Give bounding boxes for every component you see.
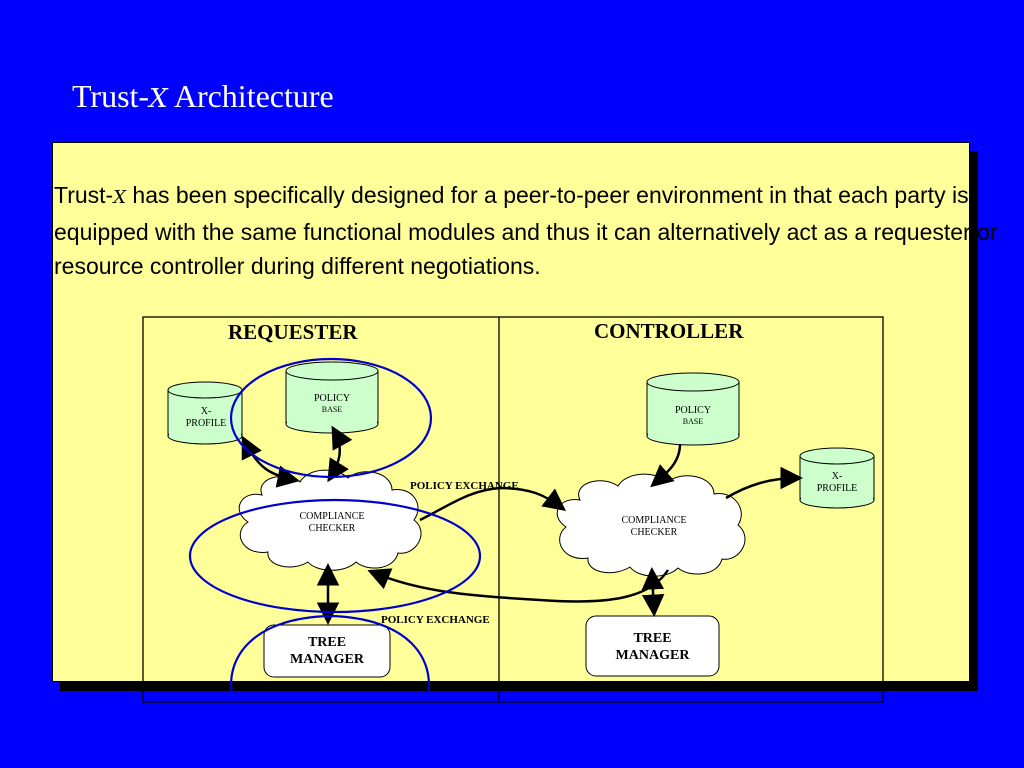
xprofile-line1: X- [831, 471, 843, 482]
arrow-checker-tree-ctrl [641, 567, 665, 617]
requester-xprofile-cylinder [167, 381, 243, 445]
arrow-exchange-top [419, 486, 566, 522]
highlight-tree-arc [230, 614, 430, 695]
title-suffix: Architecture [167, 78, 334, 114]
policy-text: POLICY [313, 393, 351, 404]
requester-tree-label: TREE MANAGER [264, 634, 390, 668]
policy-exchange-bottom: POLICY EXCHANGE [381, 614, 490, 626]
base-text: BASE [321, 405, 343, 414]
arrow-policy-checker-ctrl [650, 443, 682, 488]
requester-checker-label: COMPLIANCE CHECKER [274, 511, 390, 535]
policy-exchange-top: POLICY EXCHANGE [410, 480, 519, 492]
description-paragraph: Trust-X has been specifically designed f… [54, 178, 1024, 283]
diagram-frame [142, 316, 884, 703]
controller-xprofile-label: X- PROFILE [800, 471, 874, 495]
controller-tree-label: TREE MANAGER [586, 630, 719, 664]
xprofile-line1: X- [200, 406, 212, 417]
controller-header: CONTROLLER [594, 319, 744, 343]
highlight-checker-ellipse [188, 498, 482, 614]
requester-policy-label: POLICY BASE [286, 393, 378, 414]
policy-text: POLICY [674, 405, 712, 416]
requester-header: REQUESTER [228, 320, 358, 344]
arrow-exchange-bottom [367, 568, 670, 603]
para-x: X [113, 187, 127, 208]
base-text: BASE [682, 417, 704, 426]
controller-checker-label: COMPLIANCE CHECKER [596, 515, 712, 539]
title-prefix: Trust- [72, 78, 150, 114]
xprofile-line2: PROFILE [816, 483, 858, 494]
controller-policy-cylinder [646, 372, 740, 446]
arrow-checker-xprofile-ctrl [725, 466, 803, 500]
arrow-policy-checker-req [327, 425, 353, 483]
controller-xprofile-cylinder [799, 447, 875, 509]
requester-xprofile-label: X- PROFILE [170, 406, 242, 430]
checker-line2: CHECKER [308, 523, 356, 534]
tree-line2: MANAGER [615, 648, 690, 663]
checker-line1: COMPLIANCE [621, 515, 687, 526]
requester-tree-box [263, 624, 391, 678]
para-prefix: Trust- [54, 182, 114, 208]
tree-line1: TREE [307, 635, 347, 650]
checker-line2: CHECKER [630, 527, 678, 538]
arrow-checker-to-xprofile-req [241, 435, 300, 488]
title-x: X [149, 84, 168, 114]
controller-policy-label: POLICY BASE [647, 405, 739, 426]
requester-policy-cylinder [285, 361, 379, 434]
xprofile-line2: PROFILE [185, 418, 227, 429]
highlight-policy-ellipse [229, 357, 433, 479]
tree-line1: TREE [633, 631, 672, 646]
checker-line1: COMPLIANCE [299, 511, 365, 522]
slide-title: Trust-X Architecture [72, 78, 334, 115]
tree-line2: MANAGER [290, 652, 364, 667]
para-rest: has been specifically designed for a pee… [54, 182, 998, 279]
